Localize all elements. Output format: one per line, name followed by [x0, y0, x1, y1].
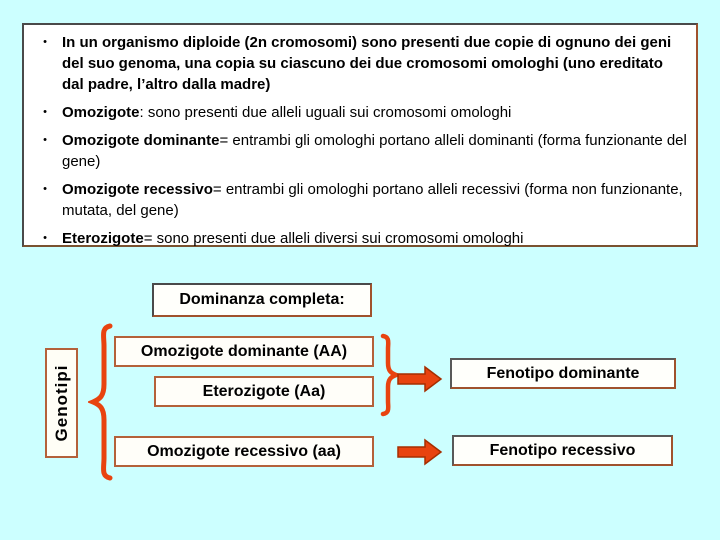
definition-text: In un organismo diploide (2n cromosomi) …	[62, 34, 672, 93]
genotipi-axis-box: Genotipi	[45, 348, 78, 458]
genotipi-axis-label: Genotipi	[51, 364, 71, 442]
definitions-panel: • In un organismo diploide (2n cromosomi…	[22, 23, 698, 247]
genotype-label: Omozigote recessivo (aa)	[147, 442, 341, 460]
bullet-icon: •	[43, 106, 47, 118]
genotype-box-homozygous-recessive: Omozigote recessivo (aa)	[114, 436, 374, 467]
section-title: Dominanza completa:	[179, 291, 345, 308]
phenotype-box-dominant: Fenotipo dominante	[450, 358, 676, 389]
definition-item: • Omozigote dominante= entrambi gli omol…	[34, 130, 688, 172]
phenotype-label: Fenotipo dominante	[486, 364, 640, 382]
bullet-icon: •	[43, 134, 47, 146]
bullet-icon: •	[43, 36, 47, 48]
genotype-box-heterozygote: Eterozigote (Aa)	[154, 376, 374, 407]
bullet-icon: •	[43, 232, 47, 244]
bullet-icon: •	[43, 183, 47, 195]
genotype-box-homozygous-dominant: Omozigote dominante (AA)	[114, 336, 374, 367]
definition-text: Omozigote dominante= entrambi gli omolog…	[62, 132, 687, 170]
definition-text: Omozigote: sono presenti due alleli ugua…	[62, 104, 512, 121]
left-brace-icon	[86, 322, 114, 487]
definition-item: • Omozigote: sono presenti due alleli ug…	[34, 102, 688, 123]
definition-item: • Eterozigote= sono presenti due alleli …	[34, 228, 688, 249]
genotype-label: Eterozigote (Aa)	[202, 382, 326, 400]
right-brace-icon	[379, 333, 403, 422]
dominanza-completa-title-box: Dominanza completa:	[152, 283, 372, 317]
definition-item: • Omozigote recessivo= entrambi gli omol…	[34, 179, 688, 221]
phenotype-label: Fenotipo recessivo	[489, 441, 636, 459]
definition-text: Eterozigote= sono presenti due alleli di…	[62, 230, 524, 247]
definition-text: Omozigote recessivo= entrambi gli omolog…	[62, 181, 683, 219]
definition-item: • In un organismo diploide (2n cromosomi…	[34, 32, 688, 95]
arrow-right-icon	[397, 365, 443, 398]
arrow-right-icon	[397, 438, 443, 471]
genotype-label: Omozigote dominante (AA)	[140, 342, 348, 360]
phenotype-box-recessive: Fenotipo recessivo	[452, 435, 673, 466]
